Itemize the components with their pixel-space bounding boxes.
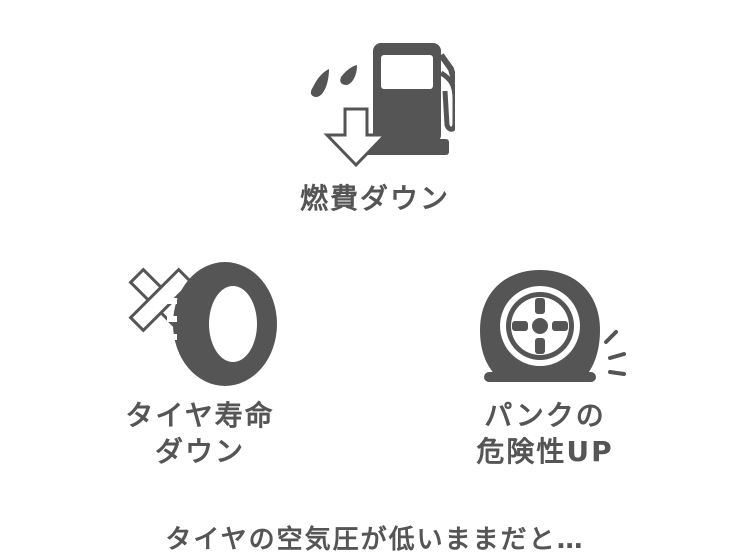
tire-life-label-line-1: タイヤ寿命 <box>125 399 275 432</box>
puncture-block: パンクの 危険性UP <box>440 258 650 470</box>
tire-life-block: タイヤ寿命 ダウン <box>95 258 305 470</box>
tire-life-label-line-2: ダウン <box>154 435 245 468</box>
tire-life-label: タイヤ寿命 ダウン <box>95 398 305 470</box>
puncture-label: パンクの 危険性UP <box>440 398 650 470</box>
fuel-block: 燃費ダウン <box>270 35 480 217</box>
puncture-label-line-2: 危険性UP <box>476 435 614 468</box>
fuel-label: 燃費ダウン <box>299 182 450 215</box>
puncture-label-line-1: パンクの <box>484 399 606 432</box>
caption-text: タイヤの空気圧が低いままだと… <box>165 525 585 555</box>
worn-tire-icon <box>115 258 285 390</box>
flat-tire-icon <box>460 258 630 390</box>
fuel-pump-icon <box>295 35 455 175</box>
